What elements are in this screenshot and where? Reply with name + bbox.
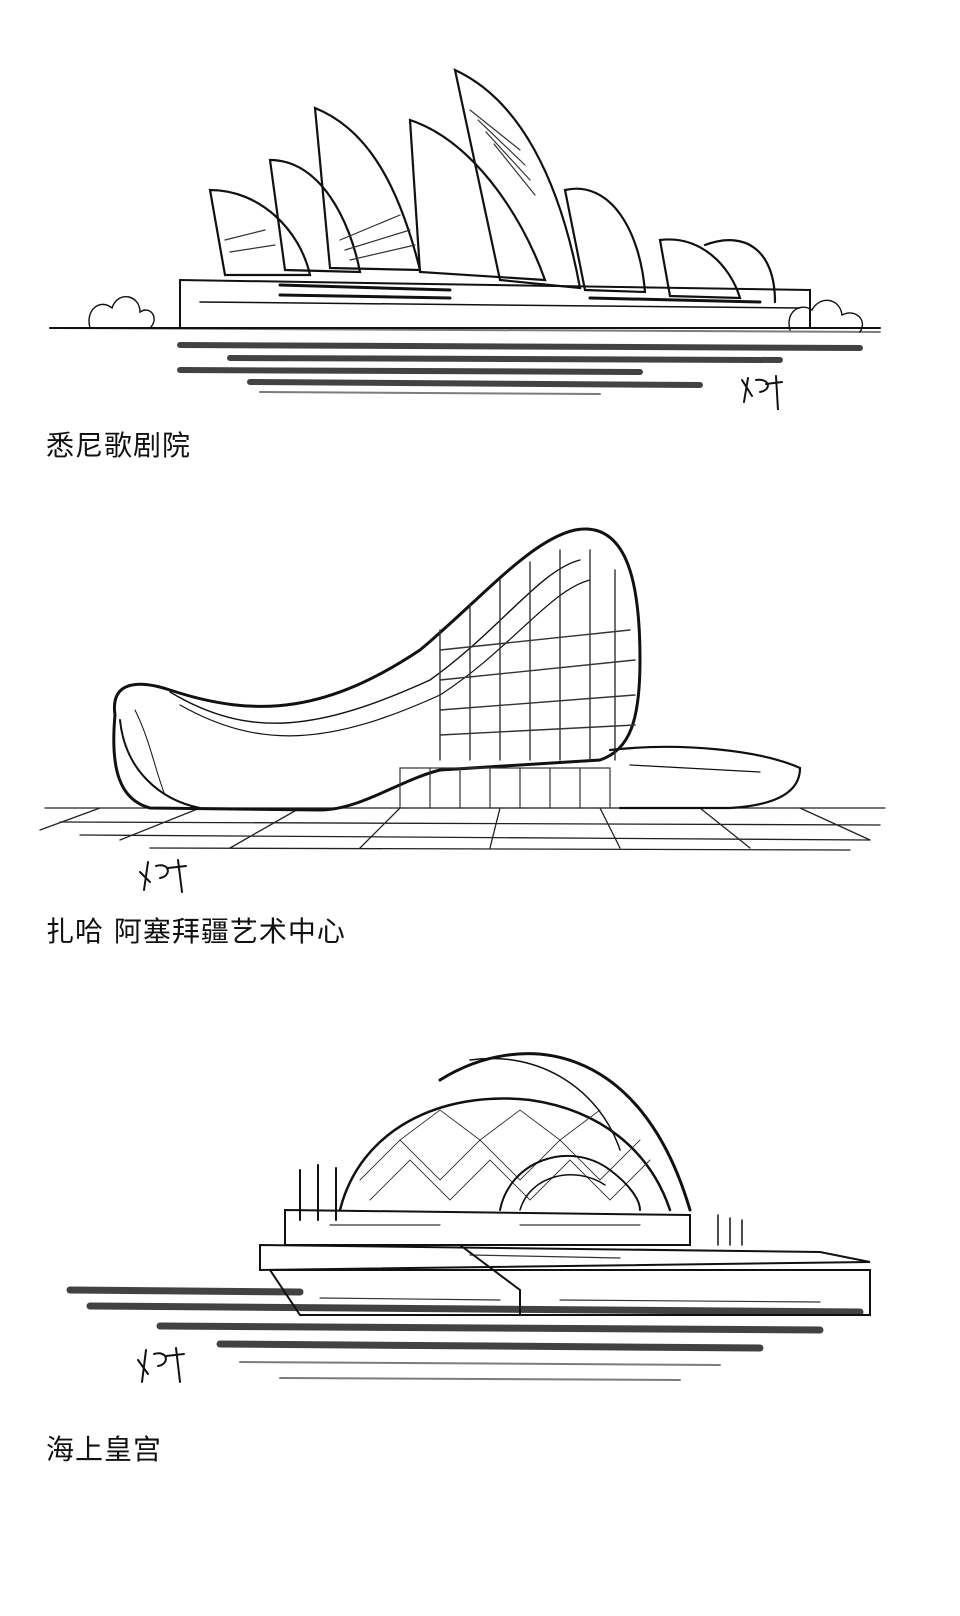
heydar-aliyev-center-sketch [0,510,960,900]
artist-signature [741,375,783,410]
caption-heydar-aliyev-center: 扎哈 阿塞拜疆艺术中心 [46,915,346,948]
sea-palace-sketch [0,1030,960,1420]
sydney-opera-house-sketch [0,40,960,410]
artist-signature [137,1347,185,1383]
artist-signature [139,859,187,893]
caption-sydney-opera-house: 悉尼歌剧院 [46,429,192,462]
caption-sea-palace: 海上皇宫 [46,1433,163,1466]
